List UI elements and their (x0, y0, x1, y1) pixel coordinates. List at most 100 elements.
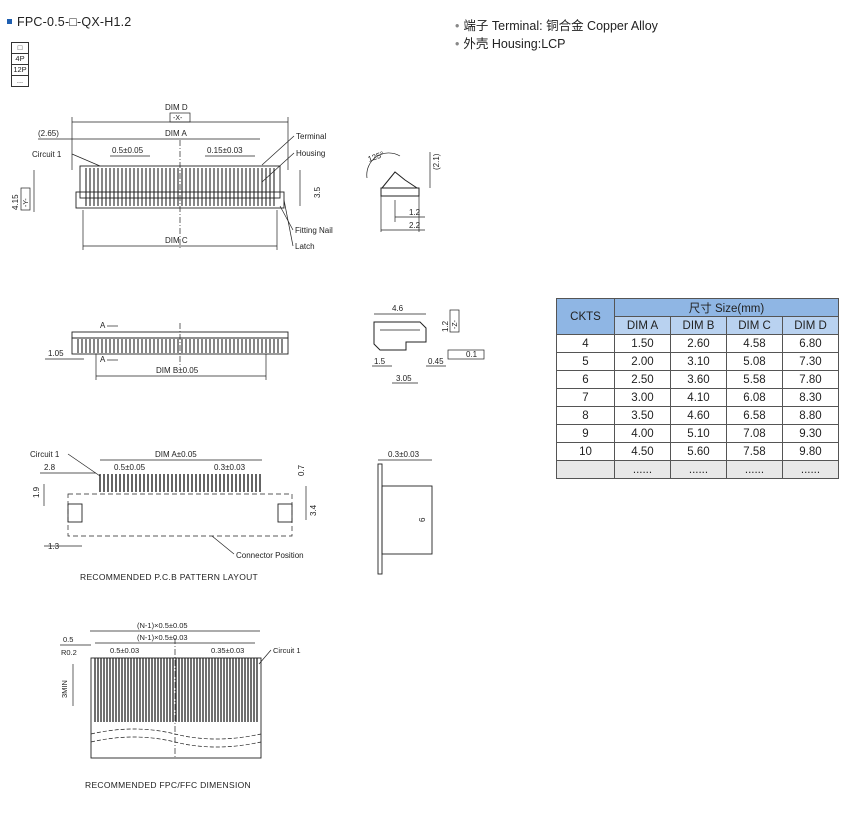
ckts-cell (556, 460, 615, 479)
bullet-square-icon (7, 19, 12, 25)
pcb-pattern-drawing: Circuit 1 DIM A±0.05 2.8 0.5±0.05 0.3±0.… (30, 450, 318, 560)
ckts-header: CKTS (556, 298, 615, 335)
ckts-cell: 10 (556, 442, 615, 461)
pcb-circuit1: Circuit 1 (30, 450, 60, 459)
dim-d-label: DIM D (165, 103, 188, 112)
ckts-cell: 4 (556, 334, 615, 353)
d12-sect-label: 1.2 (441, 320, 450, 332)
side-view-drawing: 125° (2.1) 1.2 2.2 (366, 150, 441, 232)
dim-cell: 2.50 (614, 370, 671, 389)
dim-c-label: DIM C (165, 236, 188, 245)
flat-label: 0.1 (466, 350, 478, 359)
pcb-caption: RECOMMENDED P.C.B PATTERN LAYOUT (80, 572, 259, 582)
fpc-caption: RECOMMENDED FPC/FFC DIMENSION (85, 780, 251, 790)
dim-cell: ...... (726, 460, 783, 479)
dim-cell: 4.00 (614, 424, 671, 443)
connector-position-label: Connector Position (236, 551, 304, 560)
d15-label: 1.5 (374, 357, 386, 366)
housing-label: Housing (296, 149, 325, 158)
dim-cell: 7.30 (782, 352, 839, 371)
fpc-drawing: (N-1)×0.5±0.05 (N-1)×0.5±0.03 0.5 R0.2 0… (60, 621, 301, 759)
ckts-cell: 8 (556, 406, 615, 425)
dim-cell: 7.58 (726, 442, 783, 461)
latch-label: Latch (295, 242, 315, 251)
dim-cell: 4.60 (670, 406, 727, 425)
size-header: 尺寸 Size(mm) (614, 298, 839, 317)
dim-cell: 4.58 (726, 334, 783, 353)
spec-housing: •外壳 Housing:LCP (455, 37, 566, 51)
dim-cell: 2.00 (614, 352, 671, 371)
dim-cell: 6.80 (782, 334, 839, 353)
ckts-cell: 7 (556, 388, 615, 407)
ckts-cell: 9 (556, 424, 615, 443)
fpc-pitch05: 0.5±0.03 (110, 646, 139, 655)
pin-option: 12P (11, 65, 29, 76)
offset-265: (2.65) (38, 129, 59, 138)
col-dim-d: DIM D (782, 316, 839, 335)
col-dim-b: DIM B (670, 316, 727, 335)
top-view-drawing: DIM D -X- DIM A (2.65) Circuit 1 0.5±0.0… (11, 103, 333, 251)
d12-label: 1.2 (409, 208, 421, 217)
dim-cell: 3.00 (614, 388, 671, 407)
dim-cell: 3.50 (614, 406, 671, 425)
pcb-d13: 1.3 (48, 542, 60, 551)
x-tag: -X- (173, 115, 183, 122)
col-dim-c: DIM C (726, 316, 783, 335)
dim-cell: 5.10 (670, 424, 727, 443)
d305-label: 3.05 (396, 374, 412, 383)
terminal-label: Terminal (296, 132, 326, 141)
fpc-3min: 3MIN (60, 680, 69, 698)
pcb-side-d03: 0.3±0.03 (388, 450, 420, 459)
pitch-015: 0.15±0.03 (207, 146, 243, 155)
pin-options: □ 4P 12P ... (11, 42, 29, 87)
y-tag: -Y- (23, 198, 30, 207)
fpc-n1b: (N-1)×0.5±0.03 (137, 633, 188, 642)
fpc-circuit1: Circuit 1 (273, 646, 301, 655)
table-row: ........................ (556, 460, 839, 479)
pcb-pitch03: 0.3±0.03 (214, 463, 246, 472)
dim-cell: 4.10 (670, 388, 727, 407)
dim-cell: 8.30 (782, 388, 839, 407)
z-tag: -Z- (452, 319, 459, 329)
front-view-drawing: A A 1.05 DIM B±0.05 (45, 321, 289, 380)
dim-cell: 6.58 (726, 406, 783, 425)
circuit1-label: Circuit 1 (32, 150, 62, 159)
dim-cell: 5.60 (670, 442, 727, 461)
pcb-d28: 2.8 (44, 463, 56, 472)
dim-cell: 8.80 (782, 406, 839, 425)
ckts-cell: 6 (556, 370, 615, 389)
d46-label: 4.6 (392, 304, 404, 313)
spec-terminal: •端子 Terminal: 铜合金 Copper Alloy (455, 19, 658, 33)
dim-cell: 7.08 (726, 424, 783, 443)
h415-label: 4.15 (11, 194, 20, 210)
pcb-pitch05: 0.5±0.05 (114, 463, 146, 472)
a-label-bottom: A (100, 355, 106, 364)
dim-b-label: DIM B±0.05 (156, 366, 199, 375)
dim-cell: 5.58 (726, 370, 783, 389)
dim-cell: 4.50 (614, 442, 671, 461)
dim-cell: 3.60 (670, 370, 727, 389)
dim-cell: ...... (782, 460, 839, 479)
fpc-d05: 0.5 (63, 635, 73, 644)
fpc-r02: R0.2 (61, 648, 77, 657)
pin-option: ... (11, 76, 29, 87)
dim-cell: 9.80 (782, 442, 839, 461)
pcb-side-d6: 6 (418, 517, 427, 522)
pitch-05: 0.5±0.05 (112, 146, 144, 155)
section-view-drawing: 4.6 1.2 -Z- 1.5 0.45 0.1 3.05 (372, 304, 485, 384)
pin-option: 4P (11, 54, 29, 65)
fitting-nail-label: Fitting Nail (295, 226, 333, 235)
dim-cell: ...... (614, 460, 671, 479)
dim-cell: 3.10 (670, 352, 727, 371)
dimension-table: CKTS 尺寸 Size(mm) DIM A DIM B DIM C DIM D… (556, 298, 839, 479)
dim-cell: 7.80 (782, 370, 839, 389)
pcb-side-drawing: 0.3±0.03 6 (377, 450, 433, 575)
material-specs: •端子 Terminal: 铜合金 Copper Alloy •外壳 Housi… (455, 17, 658, 53)
a-label-top: A (100, 321, 106, 330)
